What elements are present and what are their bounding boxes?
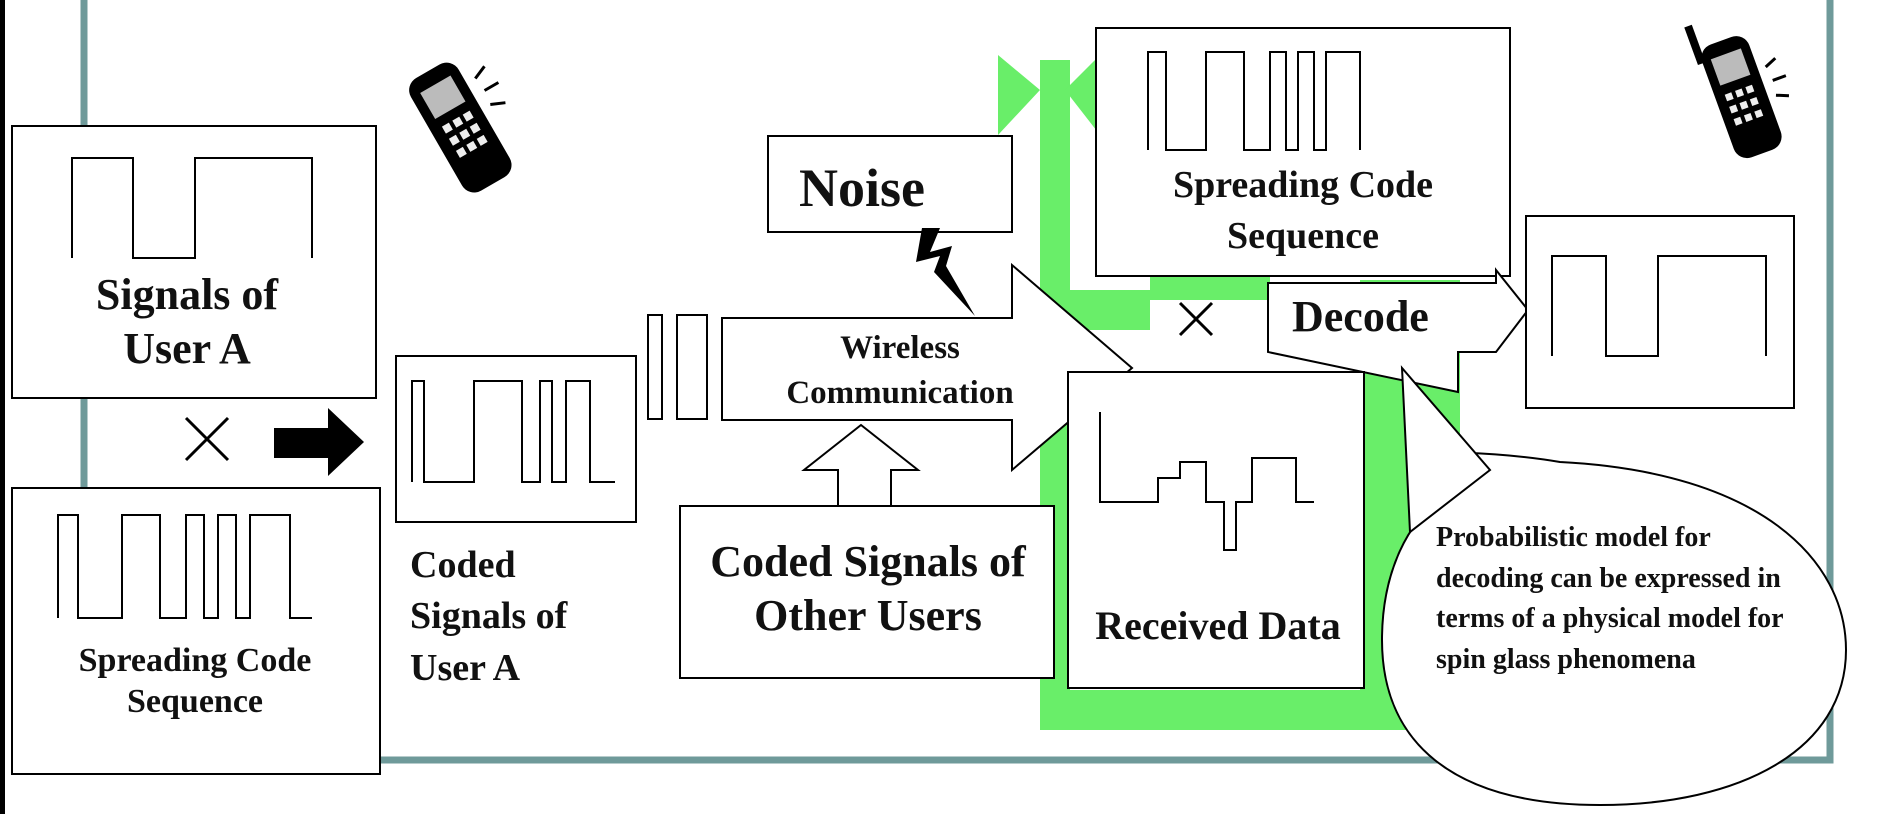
bubble-tail — [1400, 365, 1492, 534]
user-a-signal-waveform — [71, 157, 313, 259]
probabilistic-note: Probabilistic model for decoding can be … — [1436, 522, 1784, 675]
received-data-waveform — [1099, 412, 1314, 551]
spreading-code-left-box — [11, 487, 381, 775]
decoded-signal-waveform — [1551, 255, 1767, 357]
noise-box — [767, 135, 1013, 233]
multiply-icon — [184, 416, 230, 462]
spreading-code-right-label: Spreading Code Sequence — [1172, 164, 1434, 258]
right-arrow-icon — [274, 408, 364, 476]
speech-bubble — [1380, 450, 1848, 807]
coded-signals-user-a-label: Coded Signals of User A — [410, 544, 568, 689]
noise-label: Noise — [799, 158, 925, 218]
signal-bar-1 — [647, 314, 663, 420]
decoded-signal-box — [1525, 215, 1795, 409]
lightning-bolt-icon — [916, 228, 975, 316]
decode-arrow — [1267, 267, 1530, 394]
received-data-label: Received Data — [1095, 603, 1341, 648]
received-data-box — [1067, 371, 1365, 689]
decode-label: Decode — [1292, 292, 1429, 341]
other-users-label: Coded Signals of Other Users — [710, 537, 1026, 640]
mobile-phone-icon — [409, 62, 512, 193]
left-edge-strip — [0, 0, 5, 814]
other-users-arrow — [801, 423, 921, 511]
spreading-code-left-waveform — [57, 514, 312, 619]
spreading-code-right-waveform — [1147, 51, 1361, 151]
coded-signal-waveform — [411, 380, 615, 483]
mobile-phone-icon — [1684, 24, 1790, 159]
wireless-label: Wireless Communication — [786, 330, 1014, 411]
signal-bar-2 — [676, 314, 708, 420]
coded-signal-box — [395, 355, 637, 523]
spreading-code-left-label: Spreading Code Sequence — [78, 642, 312, 721]
signals-user-a-label: Signals of User A — [95, 270, 279, 373]
other-users-box — [679, 505, 1055, 679]
multiply-icon — [1178, 301, 1214, 337]
